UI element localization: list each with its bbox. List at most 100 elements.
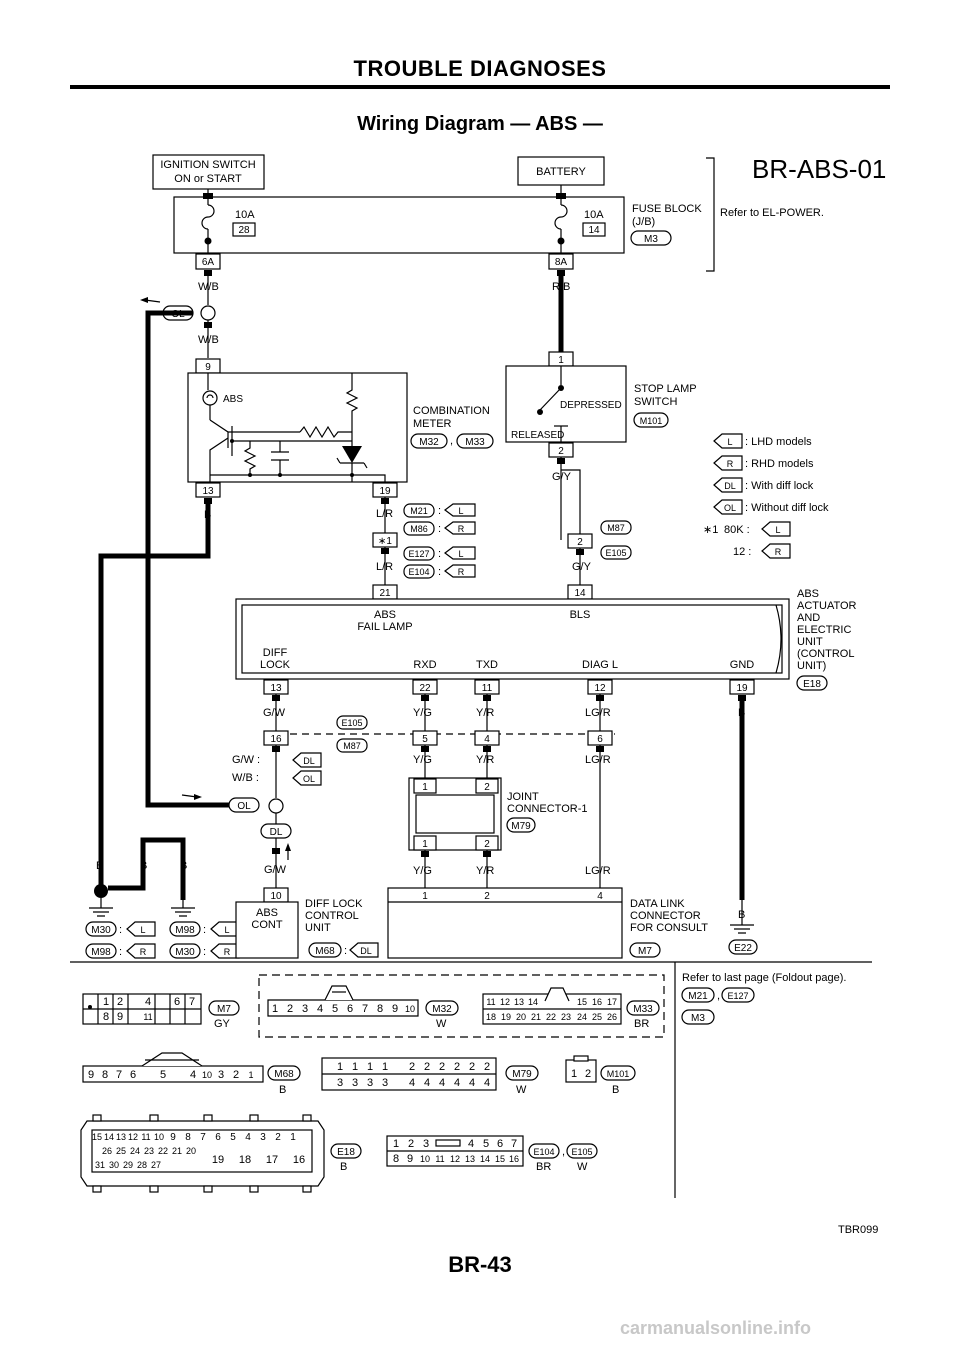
diagram-subtitle: Wiring Diagram — ABS — — [357, 113, 603, 135]
svg-text:ABS: ABS — [256, 907, 278, 919]
svg-text:27: 27 — [151, 1160, 161, 1170]
svg-text:2: 2 — [558, 446, 564, 457]
svg-text:DATA LINK: DATA LINK — [630, 898, 685, 910]
m33-connector-face: 11 12 13 14 15 16 17 18 19 20 21 22 23 2… — [482, 987, 622, 1025]
svg-text:21: 21 — [531, 1012, 541, 1022]
page-title: TROUBLE DIAGNOSES — [353, 56, 607, 81]
svg-text:E105: E105 — [571, 1147, 592, 1157]
svg-text:∗1: ∗1 — [378, 536, 392, 547]
svg-text:R: R — [458, 567, 465, 577]
svg-text:Y/R: Y/R — [476, 707, 494, 719]
svg-text:6: 6 — [130, 1069, 136, 1081]
svg-text:8A: 8A — [555, 257, 568, 268]
svg-text:4: 4 — [190, 1069, 196, 1081]
svg-text:BLS: BLS — [570, 609, 591, 621]
svg-text:TXD: TXD — [476, 659, 498, 671]
svg-text:M79: M79 — [511, 821, 531, 832]
svg-text:1: 1 — [571, 1068, 577, 1080]
svg-text:L: L — [727, 437, 732, 447]
svg-text:4: 4 — [597, 891, 603, 902]
svg-text:B: B — [96, 860, 103, 872]
svg-text:L: L — [458, 549, 463, 559]
svg-text:19: 19 — [379, 486, 391, 497]
legend: L : LHD models R : RHD models DL : With … — [703, 433, 829, 559]
svg-text:E127: E127 — [727, 991, 748, 1001]
svg-text:6: 6 — [497, 1138, 503, 1150]
svg-text:17: 17 — [607, 997, 617, 1007]
svg-text:DL: DL — [724, 481, 736, 491]
svg-text:,: , — [450, 435, 453, 447]
svg-text:21: 21 — [379, 588, 391, 599]
svg-text:2: 2 — [117, 996, 123, 1008]
figure-ref-code: TBR099 — [838, 1224, 879, 1236]
svg-text:4: 4 — [424, 1077, 430, 1089]
svg-text:L: L — [775, 525, 780, 535]
svg-text:FOR CONSULT: FOR CONSULT — [630, 922, 708, 934]
svg-text:3: 3 — [423, 1138, 429, 1150]
svg-text:80K :: 80K : — [724, 524, 750, 536]
svg-text:13: 13 — [202, 486, 214, 497]
svg-text:W: W — [577, 1161, 588, 1173]
abs-control-unit: ABS FAIL LAMP BLS DIFF LOCK RXD TXD DIAG… — [235, 598, 790, 680]
m79-connector-face: 1 1 1 1 2 2 2 2 2 2 3 3 3 3 4 4 4 4 4 4 — [321, 1057, 497, 1091]
svg-text:18: 18 — [486, 1012, 496, 1022]
svg-text:L/R: L/R — [376, 508, 393, 520]
svg-text:CONTROL: CONTROL — [305, 910, 359, 922]
svg-text:5: 5 — [230, 1132, 236, 1143]
svg-text:: With diff lock: : With diff lock — [745, 480, 814, 492]
m32-connector-face: 1 2 3 4 5 6 7 8 9 10 — [267, 985, 419, 1017]
svg-text:5: 5 — [483, 1138, 489, 1150]
svg-text:12: 12 — [500, 997, 510, 1007]
svg-text:FUSE BLOCK: FUSE BLOCK — [632, 203, 702, 215]
combination-meter: ABS — [187, 372, 408, 483]
svg-text:2: 2 — [484, 1061, 490, 1073]
svg-text:31: 31 — [95, 1160, 105, 1170]
svg-text:DL: DL — [270, 827, 283, 838]
svg-text:W/B: W/B — [198, 334, 219, 346]
svg-text:OL: OL — [237, 801, 251, 812]
diagram-id: BR-ABS-01 — [752, 154, 887, 184]
svg-text:3: 3 — [218, 1069, 224, 1081]
svg-text:19: 19 — [736, 683, 748, 694]
svg-text:G/W: G/W — [264, 864, 287, 876]
svg-text:21: 21 — [172, 1146, 182, 1156]
svg-text:M33: M33 — [633, 1004, 653, 1015]
svg-text:E105: E105 — [605, 548, 626, 558]
diff-lock-control-unit: ABS CONT — [235, 901, 299, 959]
svg-text:LG/R: LG/R — [585, 865, 611, 877]
svg-text:E22: E22 — [734, 943, 752, 954]
svg-text:GY: GY — [214, 1018, 231, 1030]
svg-text:L/R: L/R — [376, 561, 393, 573]
svg-text:11: 11 — [486, 997, 495, 1007]
svg-text:2: 2 — [287, 1003, 293, 1015]
svg-text:ABS: ABS — [223, 394, 243, 405]
e104-connector-face: 1 2 3 4 5 6 7 8 9 10 11 12 13 14 15 16 — [386, 1135, 524, 1167]
svg-text::: : — [203, 924, 206, 936]
svg-text:5: 5 — [332, 1003, 338, 1015]
svg-text:W: W — [516, 1084, 527, 1096]
svg-text:1: 1 — [248, 1070, 253, 1080]
svg-text:18: 18 — [239, 1154, 251, 1166]
svg-text:M101: M101 — [640, 416, 663, 426]
svg-text:OL: OL — [724, 503, 736, 513]
m7-connector-face: 1 2 4 6 7 8 9 11 — [82, 993, 202, 1025]
svg-text:CONNECTOR: CONNECTOR — [630, 910, 701, 922]
svg-text::: : — [438, 548, 441, 560]
svg-text:R: R — [458, 524, 465, 534]
svg-text:4: 4 — [469, 1077, 475, 1089]
svg-text:3: 3 — [382, 1077, 388, 1089]
svg-text:B: B — [279, 1084, 286, 1096]
svg-text:15: 15 — [577, 997, 587, 1007]
svg-text:8: 8 — [377, 1003, 383, 1015]
svg-text:M3: M3 — [644, 234, 658, 245]
battery: BATTERY — [517, 156, 605, 186]
svg-text:IGNITION SWITCH: IGNITION SWITCH — [160, 159, 255, 171]
svg-text:B: B — [340, 1161, 347, 1173]
svg-text:8: 8 — [393, 1153, 399, 1165]
svg-text:M86: M86 — [410, 524, 428, 534]
svg-text:STOP LAMP: STOP LAMP — [634, 383, 697, 395]
svg-text:2: 2 — [585, 1068, 591, 1080]
svg-text:24: 24 — [577, 1012, 587, 1022]
svg-text:RXD: RXD — [413, 659, 436, 671]
svg-text:2: 2 — [408, 1138, 414, 1150]
